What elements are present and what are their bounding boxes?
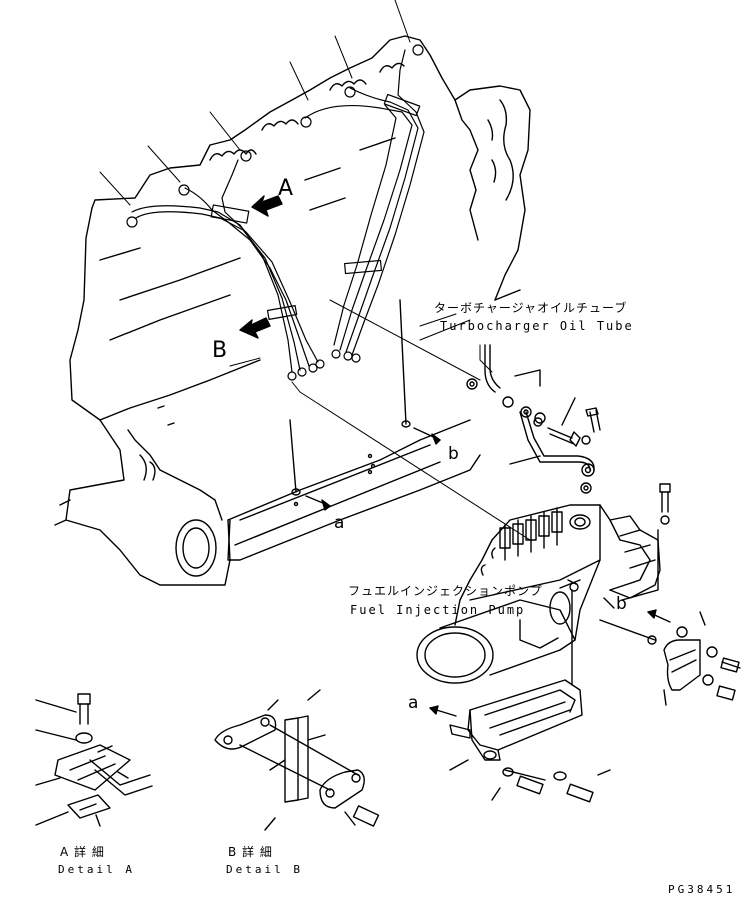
fuel-pump-label-jp: フュエルインジェクションポンプ [348,584,543,598]
view-b-arrow [239,317,271,339]
pump-bracket [429,582,611,803]
detail-a-title-en: Detail A [58,863,135,876]
drawing-code: PG38451 [668,883,736,896]
view-a-arrow [251,195,283,217]
detail-b-title-en: Detail B [226,863,303,876]
view-b-callout: B [212,338,228,363]
detail-a-drawing [35,693,153,827]
injection-lines [126,44,425,381]
turbo-oil-tube-label-en: Turbocharger Oil Tube [440,319,634,333]
oil-ports [289,299,441,511]
turbo-oil-tube [466,344,601,494]
detail-a-title-jp: A 詳 細 [60,845,105,859]
port-a-callout: a [334,513,345,533]
detail-b-title-jp: B 詳 細 [228,845,273,859]
pump-port-b-callout: b [616,594,627,614]
engine-block [54,35,531,586]
fuel-pump-label-en: Fuel Injection Pump [350,603,526,617]
port-b-callout: b [448,444,459,464]
fuel-injection-pump [416,504,661,684]
pump-fasteners [599,483,741,706]
detail-b-drawing [214,689,380,831]
view-a-callout: A [278,176,294,201]
leader-lines [99,0,531,541]
turbo-oil-tube-label-jp: ターボチャージャオイルチューブ [434,301,628,315]
bracket-port-a-callout: a [408,693,419,713]
